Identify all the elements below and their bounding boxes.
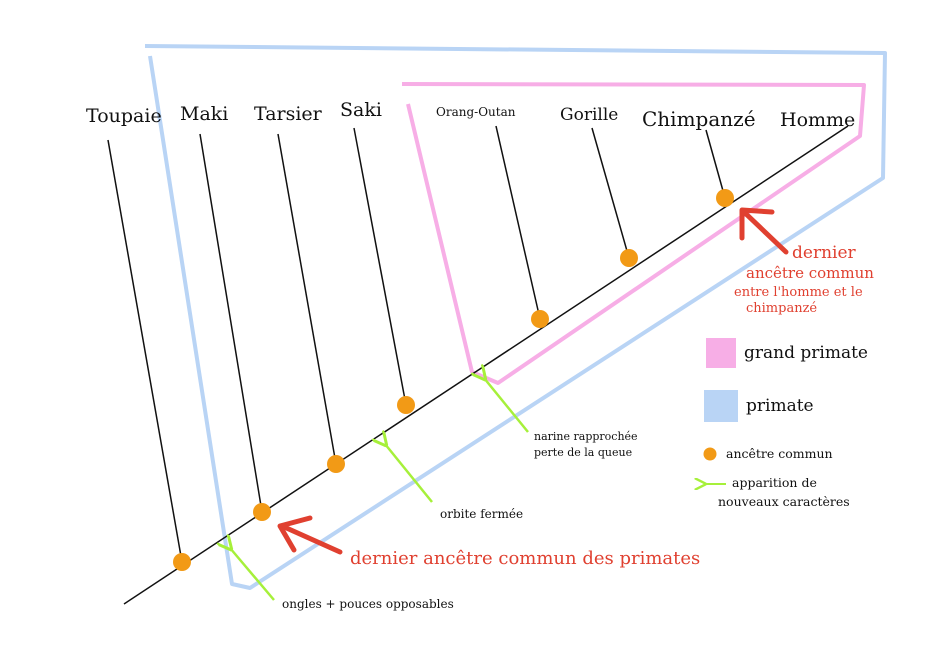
trait-label-nails: ongles + pouces opposables [282, 597, 454, 611]
human-chimp-ancestor-arrow [739, 207, 789, 255]
legend-swatch-ancestor [703, 447, 717, 461]
legend-label-new-trait-1: apparition de [732, 475, 817, 490]
human-chimp-ancestor-label-1: dernier [792, 243, 857, 263]
legend-swatch-great-ape [706, 338, 736, 368]
taxon-label-chimpanze: Chimpanzé [642, 107, 756, 131]
ancestor-node [531, 310, 549, 328]
ancestor-node [173, 553, 191, 571]
trait-label-orbit: orbite fermée [440, 507, 523, 521]
human-chimp-ancestor-label-4: chimpanzé [746, 301, 817, 316]
trait-label-nose: narine rapprochée [534, 430, 638, 443]
primates-ancestor-arrow [277, 515, 343, 555]
taxon-label-gorille: Gorille [560, 105, 618, 125]
taxon-label-maki: Maki [180, 103, 228, 125]
new-trait-arrow [484, 378, 529, 433]
ancestor-node [716, 189, 734, 207]
taxon-label-saki: Saki [340, 99, 382, 121]
great-ape-region [401, 82, 866, 385]
branch-orang-outan [495, 125, 541, 320]
branch-chimpanze [705, 129, 726, 199]
trait-label-tail: perte de la queue [534, 446, 632, 459]
primate-region [144, 44, 887, 590]
human-chimp-ancestor-label-3: entre l'homme et le [734, 285, 863, 300]
branch-tarsier [277, 133, 337, 465]
branch-gorille [591, 127, 630, 259]
ancestor-node [397, 396, 415, 414]
human-chimp-ancestor-label-2: ancêtre commun [746, 264, 874, 282]
taxon-label-homme: Homme [780, 109, 855, 131]
branch-saki [353, 127, 407, 406]
new-trait-arrow [230, 548, 275, 601]
branch-toupaie [107, 139, 183, 563]
taxon-label-tarsier: Tarsier [254, 103, 323, 125]
taxon-label-toupaie: Toupaie [86, 105, 162, 127]
legend-label-new-trait-2: nouveaux caractères [718, 494, 850, 509]
ancestor-node [253, 503, 271, 521]
new-trait-arrow [385, 444, 433, 503]
branch-maki [199, 133, 263, 513]
legend-label-primate: primate [746, 396, 814, 416]
legend-swatch-primate [704, 390, 738, 422]
taxon-label-orang-outan: Orang-Outan [436, 105, 516, 119]
primates-ancestor-label: dernier ancêtre commun des primates [350, 548, 700, 569]
legend: grand primate primate ancêtre commun app… [704, 338, 868, 509]
legend-label-great-ape: grand primate [744, 343, 868, 363]
ancestor-node [620, 249, 638, 267]
tree-trunk [123, 125, 849, 605]
ancestor-node [327, 455, 345, 473]
legend-label-ancestor: ancêtre commun [726, 446, 833, 461]
